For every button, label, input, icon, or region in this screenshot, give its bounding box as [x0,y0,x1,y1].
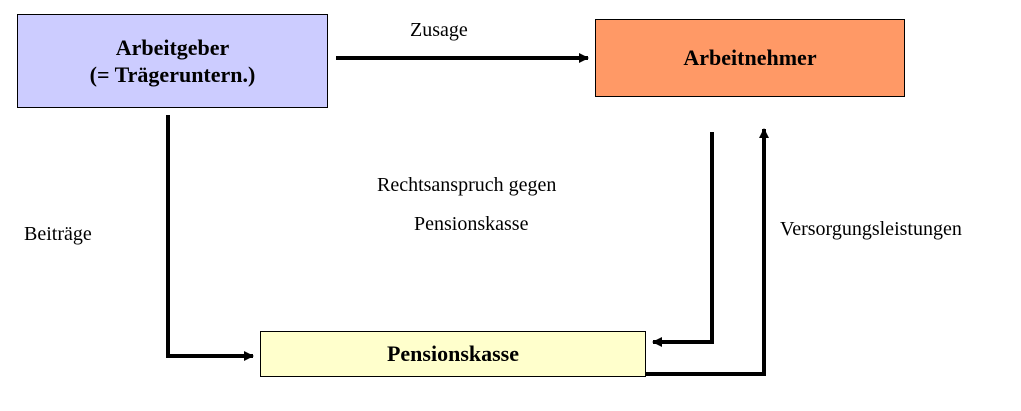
arbeitgeber-subtitle: (= Trägeruntern.) [89,62,256,87]
arbeitgeber-title: Arbeitgeber [115,34,230,60]
versorgungsleistungen-arrow [646,128,769,376]
zusage-label: Zusage [410,19,468,41]
pensionskasse-title: Pensionskasse [386,341,520,367]
arbeitgeber-box: Arbeitgeber (= Trägeruntern.) [17,14,328,108]
rechtsanspruch-arrow [652,132,714,347]
beitraege-arrow [166,115,254,361]
pensionskasse-box: Pensionskasse [260,331,646,377]
arbeitnehmer-title: Arbeitnehmer [683,45,817,71]
rechtsanspruch-label-line2: Pensionskasse [414,213,529,235]
versorgungsleistungen-label: Versorgungsleistungen [780,218,962,240]
beitraege-label: Beiträge [24,223,92,245]
arbeitnehmer-box: Arbeitnehmer [595,19,905,97]
rechtsanspruch-label-line1: Rechtsanspruch gegen [377,174,557,196]
